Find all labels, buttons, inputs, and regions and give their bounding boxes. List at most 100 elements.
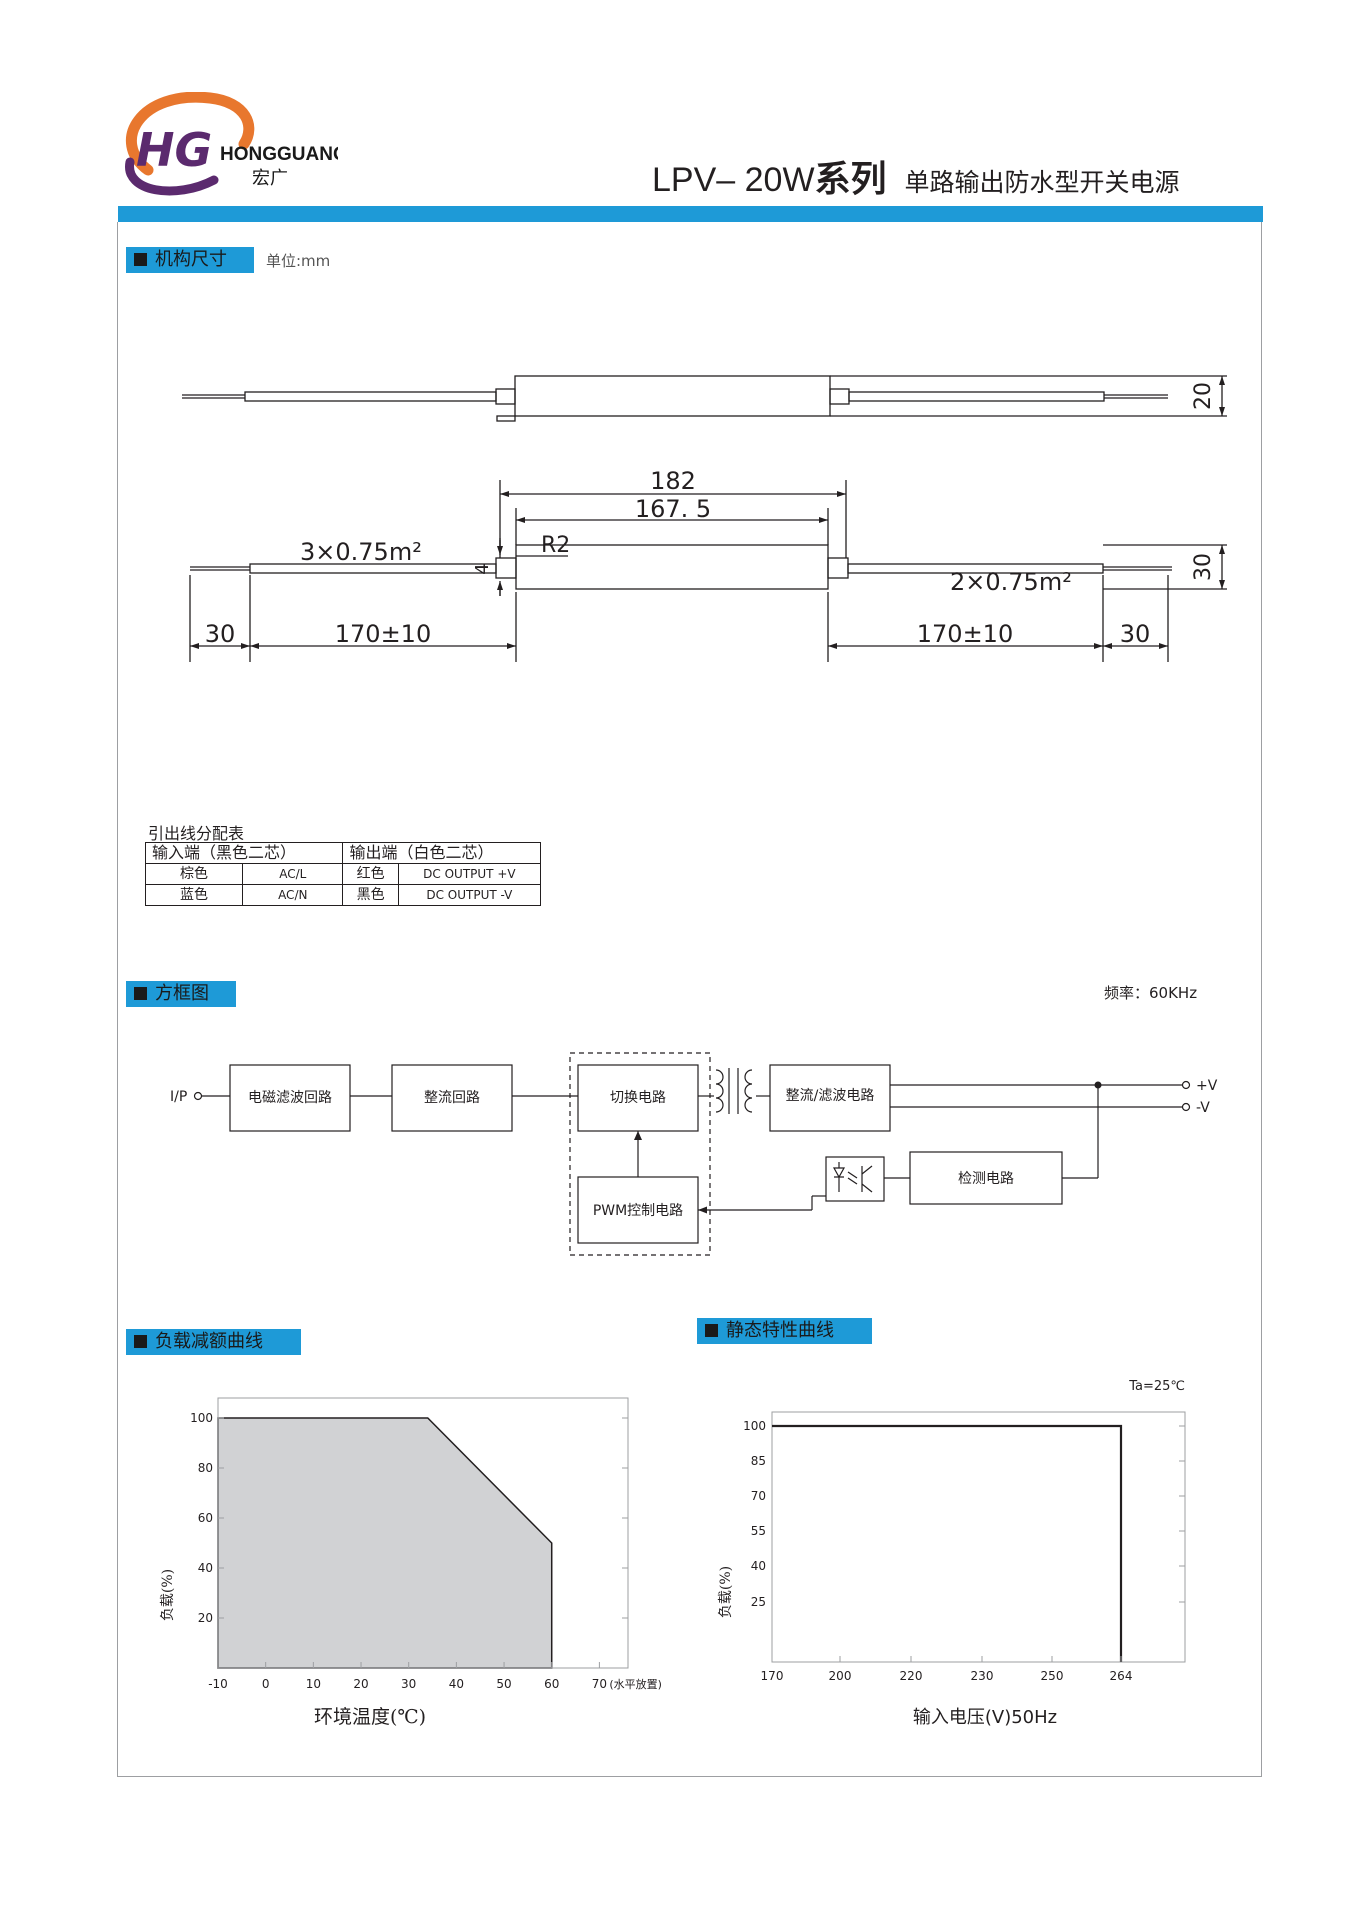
primary-side-boundary bbox=[569, 1052, 711, 1256]
dim-body-length: 167. 5 bbox=[635, 495, 711, 523]
side-view-left-gland bbox=[495, 388, 516, 405]
y-tick-label: 100 bbox=[190, 1411, 213, 1425]
section-static-curve: 静态特性曲线 bbox=[697, 1318, 872, 1344]
input-wire-spec: 3×0.75m² bbox=[300, 538, 422, 566]
rectifier-label: 整流回路 bbox=[424, 1090, 480, 1106]
y-axis-label: 负载(%) bbox=[718, 1566, 734, 1618]
x-tick-label: 40 bbox=[449, 1677, 464, 1691]
product-description: 单路输出防水型开关电源 bbox=[904, 168, 1180, 197]
y-tick-label: 40 bbox=[751, 1559, 766, 1573]
emi-filter-label: 电磁滤波回路 bbox=[248, 1090, 332, 1106]
dim-strip-left: 30 bbox=[205, 620, 236, 648]
section-title: 静态特性曲线 bbox=[726, 1320, 834, 1341]
block-diagram: I/P 电磁滤波回路 整流回路 切换电路 PWM控制电路 整流/滤波电路 检测电… bbox=[170, 1052, 1218, 1256]
dim-lead-left: 170±10 bbox=[335, 620, 431, 648]
pwm-label: PWM控制电路 bbox=[593, 1203, 683, 1219]
section-block-diagram: 方框图 bbox=[126, 981, 236, 1007]
transformer-secondary-icon bbox=[744, 1069, 753, 1113]
table-row: 棕色 AC/L 红色 DC OUTPUT +V bbox=[144, 863, 542, 885]
model-series: 系列 bbox=[814, 159, 887, 200]
y-tick-label: 25 bbox=[751, 1595, 766, 1609]
rectifier-block bbox=[391, 1064, 513, 1132]
y-tick-label: 60 bbox=[198, 1511, 213, 1525]
table-row: 蓝色 AC/N 黑色 DC OUTPUT -V bbox=[144, 884, 542, 906]
header-accent-bar bbox=[118, 206, 1263, 222]
hongguang-logo: HG HONGGUANG 宏广 bbox=[125, 92, 338, 196]
section-mechanical: 机构尺寸 bbox=[126, 247, 254, 273]
y-tick-label: 85 bbox=[751, 1454, 766, 1468]
output-rectifier-block bbox=[769, 1064, 891, 1132]
side-view-left-cable bbox=[244, 391, 497, 402]
logo-mark: HG bbox=[136, 123, 212, 177]
output-rectifier-label: 整流/滤波电路 bbox=[786, 1088, 875, 1104]
output-header: 输出端（白色二芯） bbox=[342, 842, 541, 864]
bullet-square-icon bbox=[134, 253, 147, 266]
y-tick-label: 55 bbox=[751, 1524, 766, 1538]
section-title: 负载减额曲线 bbox=[155, 1331, 263, 1352]
model-name: LPV– 20W bbox=[652, 161, 815, 199]
x-tick-label: 20 bbox=[353, 1677, 368, 1691]
bullet-square-icon bbox=[705, 1324, 718, 1337]
brand-name-cn: 宏广 bbox=[252, 168, 288, 189]
logo-orange-arc bbox=[125, 92, 255, 176]
load-line bbox=[772, 1424, 1123, 1662]
x-tick-label: 250 bbox=[1041, 1669, 1064, 1683]
mechanical-drawing: 20 182 167. 5 R2 3×0.75m² 4 2×0.75m² 30 … bbox=[182, 375, 1227, 662]
x-tick-label: 170 bbox=[761, 1669, 784, 1683]
section-title: 机构尺寸 bbox=[155, 249, 227, 270]
bullet-square-icon bbox=[134, 987, 147, 1000]
dim-height: 20 bbox=[1191, 382, 1216, 410]
top-view-right-gland bbox=[827, 557, 849, 579]
optocoupler-icon bbox=[832, 1162, 873, 1193]
x-tick-label: 60 bbox=[544, 1677, 559, 1691]
dim-total-length: 182 bbox=[650, 467, 696, 495]
y-tick-label: 70 bbox=[751, 1489, 766, 1503]
x-tick-label: 50 bbox=[496, 1677, 511, 1691]
y-tick-label: 40 bbox=[198, 1561, 213, 1575]
wire-assignment-table: 输入端（黑色二芯） 输出端（白色二芯） 棕色 AC/L 红色 DC OUTPUT… bbox=[144, 842, 542, 906]
plot-frame bbox=[217, 1397, 629, 1669]
x-tick-suffix: (水平放置) bbox=[609, 1677, 662, 1691]
x-tick-label: 200 bbox=[829, 1669, 852, 1683]
derating-area bbox=[217, 1417, 553, 1669]
bullet-square-icon bbox=[134, 1335, 147, 1348]
side-view-right-gland bbox=[829, 388, 850, 405]
output-wire-spec: 2×0.75m² bbox=[950, 568, 1072, 596]
unit-label: 单位:mm bbox=[266, 252, 331, 270]
emi-filter-block bbox=[229, 1064, 351, 1132]
input-header: 输入端（黑色二芯） bbox=[144, 842, 344, 864]
top-view-left-gland bbox=[495, 557, 517, 579]
dim-strip-right: 30 bbox=[1120, 620, 1151, 648]
x-tick-label: 10 bbox=[306, 1677, 321, 1691]
x-tick-label: 220 bbox=[900, 1669, 923, 1683]
x-tick-label: 230 bbox=[971, 1669, 994, 1683]
x-tick-label: 0 bbox=[262, 1677, 270, 1691]
input-label: I/P bbox=[170, 1089, 187, 1105]
x-axis-label: 输入电压(V)50Hz bbox=[913, 1707, 1057, 1728]
output-plus-label: +V bbox=[1196, 1078, 1218, 1094]
section-title: 方框图 bbox=[155, 983, 209, 1004]
page-frame bbox=[117, 222, 1262, 1777]
x-tick-label: 30 bbox=[401, 1677, 416, 1691]
switching-frequency: 频率：60KHz bbox=[1104, 984, 1198, 1002]
detection-label: 检测电路 bbox=[958, 1171, 1014, 1187]
y-axis-label: 负载(%) bbox=[160, 1569, 176, 1621]
section-derating-curve: 负载减额曲线 bbox=[126, 1329, 301, 1355]
dim-width: 30 bbox=[1191, 553, 1216, 581]
top-view-right-cable bbox=[847, 563, 1104, 574]
brand-name: HONGGUANG bbox=[220, 144, 338, 165]
side-view-body bbox=[514, 375, 831, 417]
x-tick-label: -10 bbox=[208, 1677, 228, 1691]
top-view-left-cable bbox=[249, 563, 497, 574]
y-tick-label: 80 bbox=[198, 1461, 213, 1475]
plot-frame bbox=[771, 1411, 1186, 1663]
dim-radius: R2 bbox=[541, 533, 570, 558]
optocoupler-block bbox=[825, 1156, 885, 1202]
x-tick-label: 70 bbox=[592, 1677, 607, 1691]
wire-table-title: 引出线分配表 bbox=[148, 824, 245, 843]
ambient-annotation: Ta=25℃ bbox=[1128, 1379, 1185, 1394]
dim-tab: 4 bbox=[472, 563, 493, 574]
dim-lead-right: 170±10 bbox=[917, 620, 1013, 648]
transformer-primary-icon bbox=[715, 1069, 724, 1113]
